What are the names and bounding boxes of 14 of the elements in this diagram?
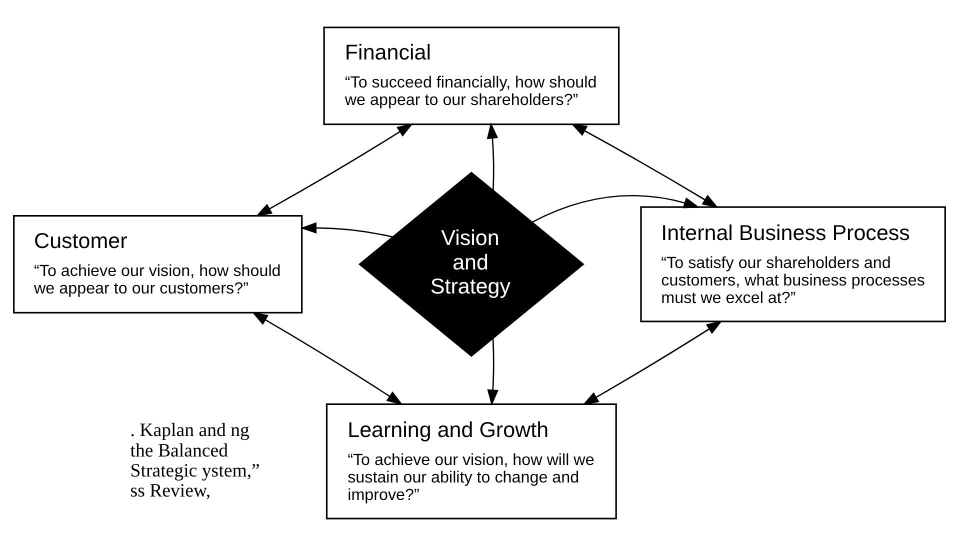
node-box: Customer “To achieve our vision, how should we appear to our customers?” xyxy=(13,215,303,314)
label: . Kaplan and ng the Balanced Strategic ystem,” ss Review, xyxy=(130,420,260,502)
arrow xyxy=(570,123,718,208)
node-box: Learning and Growth “To achieve our vision, how will we sustain our ability to change and improve?” xyxy=(326,403,617,520)
arrow xyxy=(486,122,498,190)
node-box: Financial “To succeed financially, how should we appear to our shareholders?” xyxy=(323,26,620,126)
arrow xyxy=(532,194,700,223)
node-diamond: Vision and Strategy xyxy=(358,172,584,357)
arrow xyxy=(252,312,403,405)
arrow xyxy=(582,320,722,406)
arrow xyxy=(300,222,393,238)
arrow xyxy=(487,338,499,406)
node-box: Internal Business Process “To satisfy our shareholders and customers, what business processes must we excel at?” xyxy=(640,206,946,322)
arrow xyxy=(256,123,414,217)
